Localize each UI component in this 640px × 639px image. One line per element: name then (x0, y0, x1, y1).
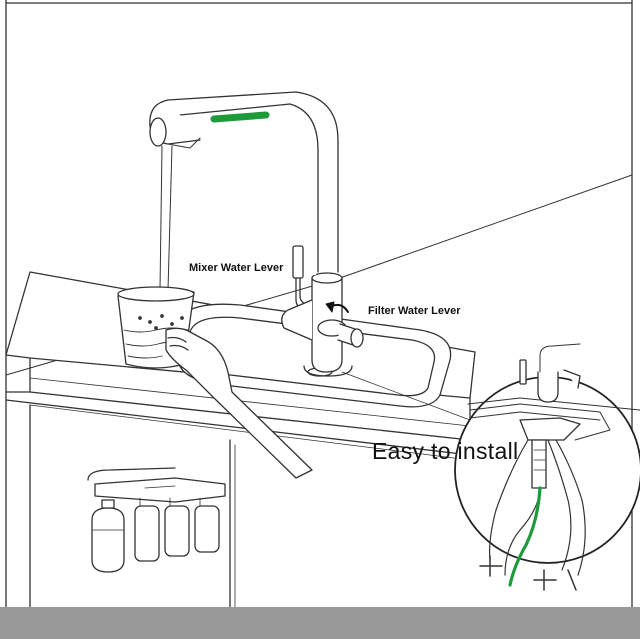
easy-install-caption: Easy to install (372, 438, 519, 464)
hand-arm (165, 327, 313, 479)
cabinet (29, 404, 471, 608)
green-indicator-band (210, 111, 270, 123)
install-detail-circle (454, 343, 640, 591)
callout-line (341, 371, 471, 421)
filter-system (87, 467, 226, 573)
floor-band (0, 607, 640, 639)
faucet (149, 91, 364, 377)
mixer-lever-label: Mixer Water Lever (189, 262, 284, 274)
filter-lever-label: Filter Water Lever (368, 305, 461, 317)
